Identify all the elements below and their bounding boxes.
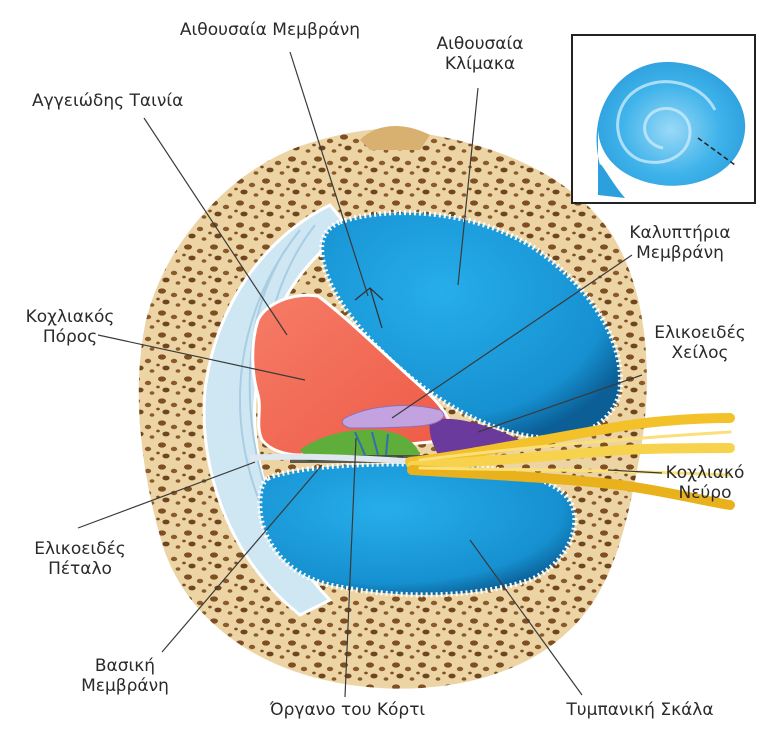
label-cochlear-nerve-line2: Νεύρο [650, 483, 760, 503]
label-spiral-limbus-line2: Χείλος [635, 343, 765, 363]
label-basilar-membrane-line1: Βασική [60, 656, 190, 676]
label-spiral-lamina-line1: Ελικοειδές [20, 539, 140, 559]
label-cochlear-duct: Κοχλιακός Πόρος [10, 307, 130, 347]
label-basilar-membrane: Βασική Μεμβράνη [60, 656, 190, 696]
label-scala-vestibuli-line2: Κλίμακα [415, 54, 545, 74]
label-cochlear-nerve: Κοχλιακό Νεύρο [650, 463, 760, 503]
scala-tympani [260, 464, 575, 595]
label-spiral-lamina: Ελικοειδές Πέταλο [20, 539, 140, 579]
label-stria-vascularis: Αγγειώδης Ταινία [32, 91, 183, 111]
label-organ-of-corti: Όργανο του Κόρτι [240, 700, 455, 720]
label-tectorial-membrane: Καλυπτήρια Μεμβράνη [615, 223, 745, 263]
label-spiral-limbus-line1: Ελικοειδές [635, 323, 765, 343]
label-scala-vestibuli-line1: Αιθουσαία [415, 34, 545, 54]
label-cochlear-duct-line2: Πόρος [10, 327, 130, 347]
label-tectorial-membrane-line2: Μεμβράνη [615, 243, 745, 263]
label-spiral-lamina-line2: Πέταλο [20, 559, 140, 579]
label-scala-tympani: Τυμπανική Σκάλα [530, 700, 750, 720]
label-cochlear-nerve-line1: Κοχλιακό [650, 463, 760, 483]
label-spiral-limbus: Ελικοειδές Χείλος [635, 323, 765, 363]
label-cochlear-duct-line1: Κοχλιακός [10, 307, 130, 327]
label-basilar-membrane-line2: Μεμβράνη [60, 676, 190, 696]
label-vestibular-membrane: Αιθουσαία Μεμβράνη [150, 20, 390, 40]
label-tectorial-membrane-line1: Καλυπτήρια [615, 223, 745, 243]
label-scala-vestibuli: Αιθουσαία Κλίμακα [415, 34, 545, 74]
